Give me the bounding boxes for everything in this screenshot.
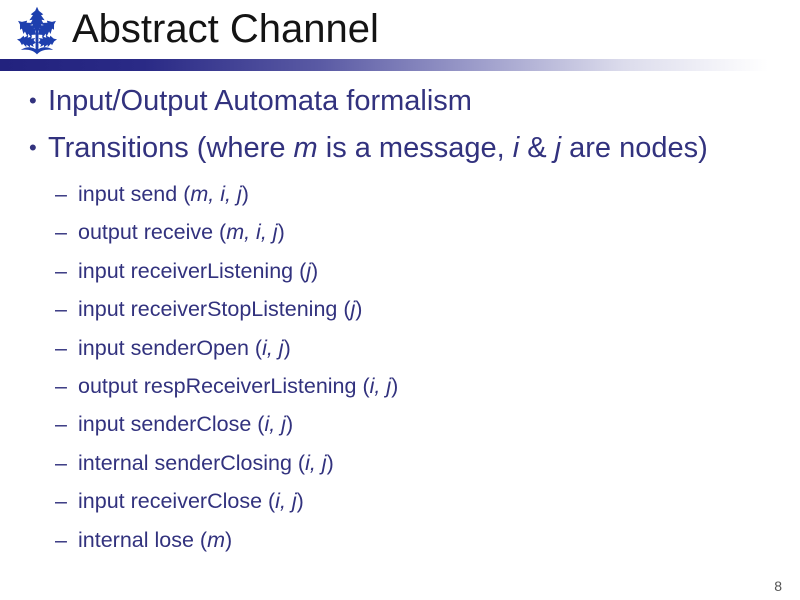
line-text: input senderClose (i, j) [78, 412, 294, 437]
sub-bullet-item: –input receiverClose (i, j) [55, 488, 792, 526]
line-text: output respReceiverListening (i, j) [78, 373, 399, 398]
bullet-item: • Input/Output Automata formalism [29, 84, 792, 118]
sub-bullet-item: –input senderOpen (i, j) [55, 335, 792, 373]
sub-bullet-item: –output respReceiverListening (i, j) [55, 373, 792, 411]
title-divider-bar [0, 59, 800, 71]
sub-bullet-list: –input send (m, i, j)–output receive (m,… [55, 181, 792, 565]
tree-logo-icon [13, 6, 61, 55]
sub-bullet-item: –input senderClose (i, j) [55, 411, 792, 449]
dash-marker: – [55, 450, 67, 475]
line-text: internal lose (m) [78, 527, 233, 552]
sub-bullet-item: –input receiverStopListening (j) [55, 296, 792, 334]
sub-bullet-item: –internal lose (m) [55, 527, 792, 565]
line-text: output receive (m, i, j) [78, 220, 285, 245]
slide-title: Abstract Channel [72, 7, 379, 51]
sub-bullet-item: –internal senderClosing (i, j) [55, 450, 792, 488]
dash-marker: – [55, 297, 67, 322]
dash-marker: – [55, 182, 67, 206]
line-text: input senderOpen (i, j) [78, 335, 291, 360]
sub-bullet-item: –output receive (m, i, j) [55, 219, 792, 257]
line-text: input receiverListening (j) [78, 258, 319, 283]
line-text: Input/Output Automata formalism [48, 85, 472, 117]
line-text: input receiverStopListening (j) [78, 297, 363, 322]
bullet-item: • Transitions (where m is a message, i & … [29, 131, 792, 165]
line-text: internal senderClosing (i, j) [78, 450, 334, 475]
sub-bullet-item: –input send (m, i, j) [55, 181, 792, 219]
dash-marker: – [55, 527, 67, 552]
dash-marker: – [55, 373, 67, 398]
line-text: input receiverClose (i, j) [78, 489, 304, 514]
page-number: 8 [774, 578, 782, 594]
line-text: Transitions (where m is a message, i & j… [48, 132, 708, 164]
dash-marker: – [55, 258, 67, 283]
dash-marker: – [55, 412, 67, 437]
bullet-list: • Input/Output Automata formalism • Transit… [29, 84, 792, 178]
dash-marker: – [55, 220, 67, 245]
dash-marker: – [55, 489, 67, 514]
bullet-marker: • [29, 135, 37, 160]
dash-marker: – [55, 335, 67, 360]
bullet-marker: • [29, 88, 37, 113]
line-text: input send (m, i, j) [78, 182, 249, 206]
sub-bullet-item: –input receiverListening (j) [55, 258, 792, 296]
